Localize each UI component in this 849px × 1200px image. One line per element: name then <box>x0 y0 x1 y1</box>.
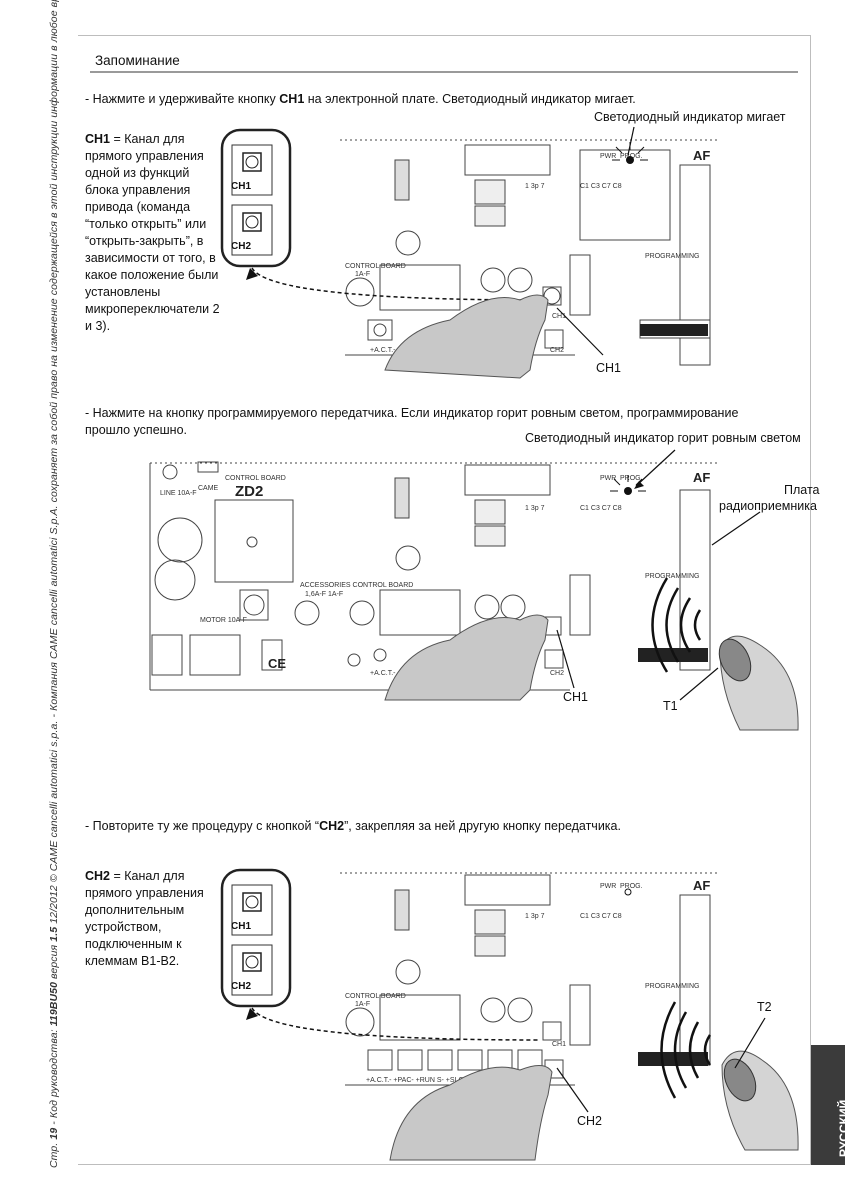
zoom-ch2-label: CH2 <box>231 241 252 252</box>
zoom-ch1-label-2: CH1 <box>231 921 252 932</box>
language-tab: РУССКИЙ <box>811 1045 849 1165</box>
receiver-caption-line1: Плата <box>784 483 820 497</box>
zoom-inset-2 <box>220 868 292 1008</box>
svg-text:+A.C.T.-: +A.C.T.- <box>370 347 396 354</box>
svg-text:AF: AF <box>693 878 710 893</box>
zoom-inset-1 <box>220 128 292 268</box>
svg-text:PROGRAMMING: PROGRAMMING <box>645 253 699 260</box>
led-steady-caption: Светодиодный индикатор горит ровным свет… <box>525 431 801 445</box>
svg-text:AF: AF <box>693 470 710 485</box>
svg-text:PWR: PWR <box>600 883 616 890</box>
svg-text:PWR: PWR <box>600 153 616 160</box>
page-frame <box>78 35 811 1165</box>
svg-text:LINE 10A-F: LINE 10A-F <box>160 490 197 497</box>
svg-text:1 3p 7: 1 3p 7 <box>525 505 545 512</box>
svg-text:1A-F: 1A-F <box>355 1001 370 1008</box>
svg-text:1 3p 7: 1 3p 7 <box>525 183 545 190</box>
ch1-description: CH1 = Канал для прямого управления одной… <box>85 132 220 333</box>
step-1-text: - Нажмите и удерживайте кнопку CH1 на эл… <box>85 92 636 106</box>
svg-text:1A-F: 1A-F <box>355 271 370 278</box>
svg-text:C1 C3 C7 C8: C1 C3 C7 C8 <box>580 913 622 920</box>
svg-text:CH2: CH2 <box>550 347 564 354</box>
zoom-ch2-label-2: CH2 <box>231 981 252 992</box>
board-name: ZD2 <box>235 483 263 500</box>
section-title: Запоминание <box>95 53 180 68</box>
svg-text:+A.C.T.- +PAC- +RUN S- +SLOW.S: +A.C.T.- +PAC- +RUN S- +SLOW.S- + <box>366 1077 485 1084</box>
svg-text:C1 C3 C7 C8: C1 C3 C7 C8 <box>580 505 622 512</box>
ch2-pointer-label: CH2 <box>577 1114 603 1128</box>
svg-text:CH1: CH1 <box>552 1041 566 1048</box>
svg-text:CONTROL BOARD: CONTROL BOARD <box>225 475 286 482</box>
zoom-ch1-label: CH1 <box>231 181 252 192</box>
svg-text:MOTOR 10A-F: MOTOR 10A-F <box>200 617 247 624</box>
t2-label: T2 <box>757 1000 772 1014</box>
svg-text:C1 C3 C7 C8: C1 C3 C7 C8 <box>580 183 622 190</box>
svg-text:PROGRAMMING: PROGRAMMING <box>645 573 699 580</box>
svg-text:+A.C.T.-: +A.C.T.- <box>370 670 396 677</box>
led-blinking-caption: Светодиодный индикатор мигает <box>594 110 786 124</box>
svg-text:AF: AF <box>693 148 710 163</box>
title-rule <box>90 71 798 73</box>
receiver-caption-line2: радиоприемника <box>719 499 817 513</box>
svg-text:PWR: PWR <box>600 475 616 482</box>
svg-text:CAME: CAME <box>198 485 219 492</box>
svg-text:CH1: CH1 <box>552 313 566 320</box>
step-3-text: - Повторите ту же процедуру с кнопкой “C… <box>85 819 621 833</box>
svg-text:CONTROL BOARD: CONTROL BOARD <box>345 993 406 1000</box>
t1-label: T1 <box>663 699 678 713</box>
svg-text:PROG.: PROG. <box>620 883 643 890</box>
svg-text:PROG.: PROG. <box>620 475 643 482</box>
svg-text:ACCESSORIES CONTROL BOARD: ACCESSORIES CONTROL BOARD <box>300 582 413 589</box>
svg-text:PROGRAMMING: PROGRAMMING <box>645 983 699 990</box>
svg-text:1,6A-F 1A-F: 1,6A-F 1A-F <box>305 591 343 598</box>
svg-text:1 3p 7: 1 3p 7 <box>525 913 545 920</box>
ch2-description: CH2 = Канал для прямого управления допол… <box>85 869 204 968</box>
svg-text:CE: CE <box>268 656 286 671</box>
step-2-text: - Нажмите на кнопку программируемого пер… <box>85 406 739 437</box>
ch1-pointer-label-2: CH1 <box>563 690 589 704</box>
ch1-pointer-label: CH1 <box>596 361 622 375</box>
svg-text:CONTROL BOARD: CONTROL BOARD <box>345 263 406 270</box>
svg-text:CH2: CH2 <box>550 670 564 677</box>
